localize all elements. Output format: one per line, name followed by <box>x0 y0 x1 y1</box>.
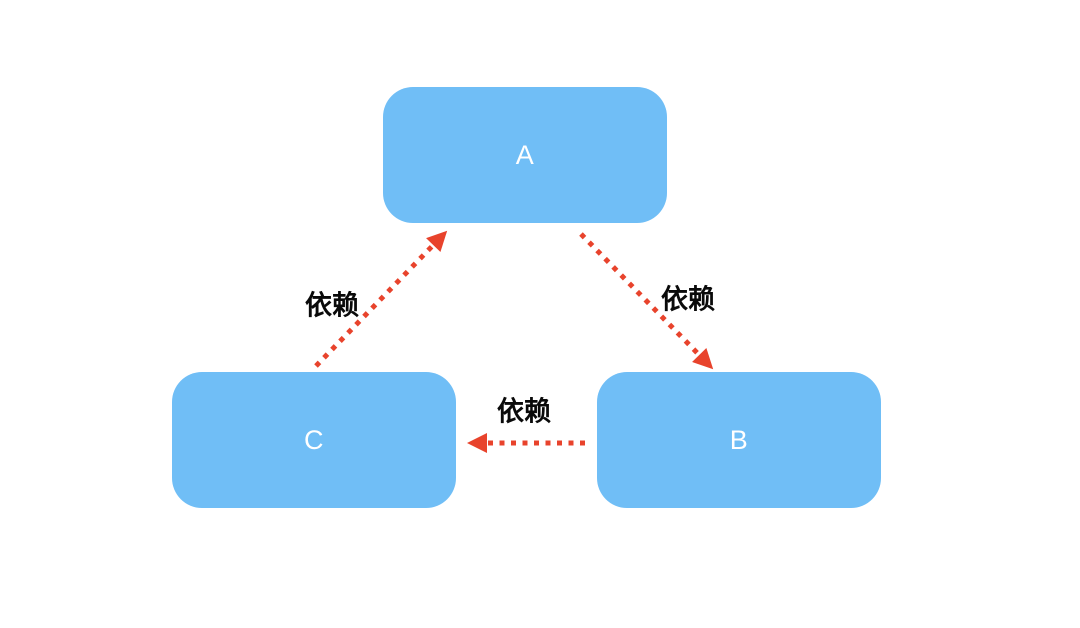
node-b-label: B <box>729 424 749 455</box>
node-c-label: C <box>304 424 324 455</box>
node-b: B <box>597 372 881 508</box>
node-a: A <box>383 87 667 223</box>
node-a-label: A <box>515 139 535 170</box>
edge-b-to-c-label: 依赖 <box>497 396 551 427</box>
edge-c-to-a-label: 依赖 <box>305 290 359 321</box>
edge-a-to-b-label: 依赖 <box>661 284 715 315</box>
node-c: C <box>172 372 456 508</box>
